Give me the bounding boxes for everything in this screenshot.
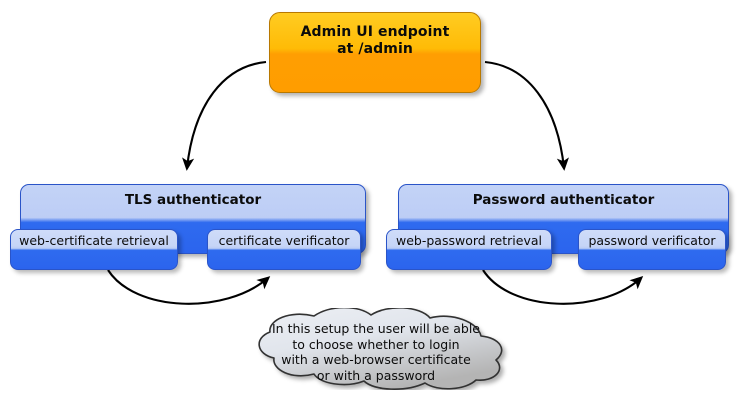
admin-ui-endpoint-line2: at /admin xyxy=(337,41,413,57)
component-password-verificator[interactable]: password verificator xyxy=(578,229,726,270)
component-certificate-verificator[interactable]: certificate verificator xyxy=(207,229,361,270)
package-password-authenticator-title: Password authenticator xyxy=(472,192,655,208)
arrow-endpoint-to-tls xyxy=(182,60,267,171)
note-cloud[interactable]: In this setup the user will be able to c… xyxy=(238,308,514,390)
package-tls-authenticator-title: TLS authenticator xyxy=(124,192,262,208)
note-cloud-text: In this setup the user will be able to c… xyxy=(272,321,480,383)
component-certificate-verificator-label: certificate verificator xyxy=(218,233,350,248)
admin-ui-endpoint-line1: Admin UI endpoint xyxy=(300,24,450,40)
arrow-endpoint-to-password xyxy=(484,60,569,171)
component-password-verificator-label: password verificator xyxy=(588,233,716,248)
admin-ui-endpoint-label: Admin UI endpoint at /admin xyxy=(270,24,480,58)
component-web-certificate-retrieval[interactable]: web-certificate retrieval xyxy=(10,229,178,270)
component-web-certificate-retrieval-label: web-certificate retrieval xyxy=(19,233,169,248)
arrow-webcert-to-certverificator xyxy=(107,269,271,305)
admin-ui-endpoint-node[interactable]: Admin UI endpoint at /admin xyxy=(269,12,481,93)
arrow-webpass-to-passverificator xyxy=(482,269,644,305)
component-web-password-retrieval-label: web-password retrieval xyxy=(396,233,542,248)
component-web-password-retrieval[interactable]: web-password retrieval xyxy=(386,229,552,270)
cloud-shape-icon xyxy=(258,308,503,390)
